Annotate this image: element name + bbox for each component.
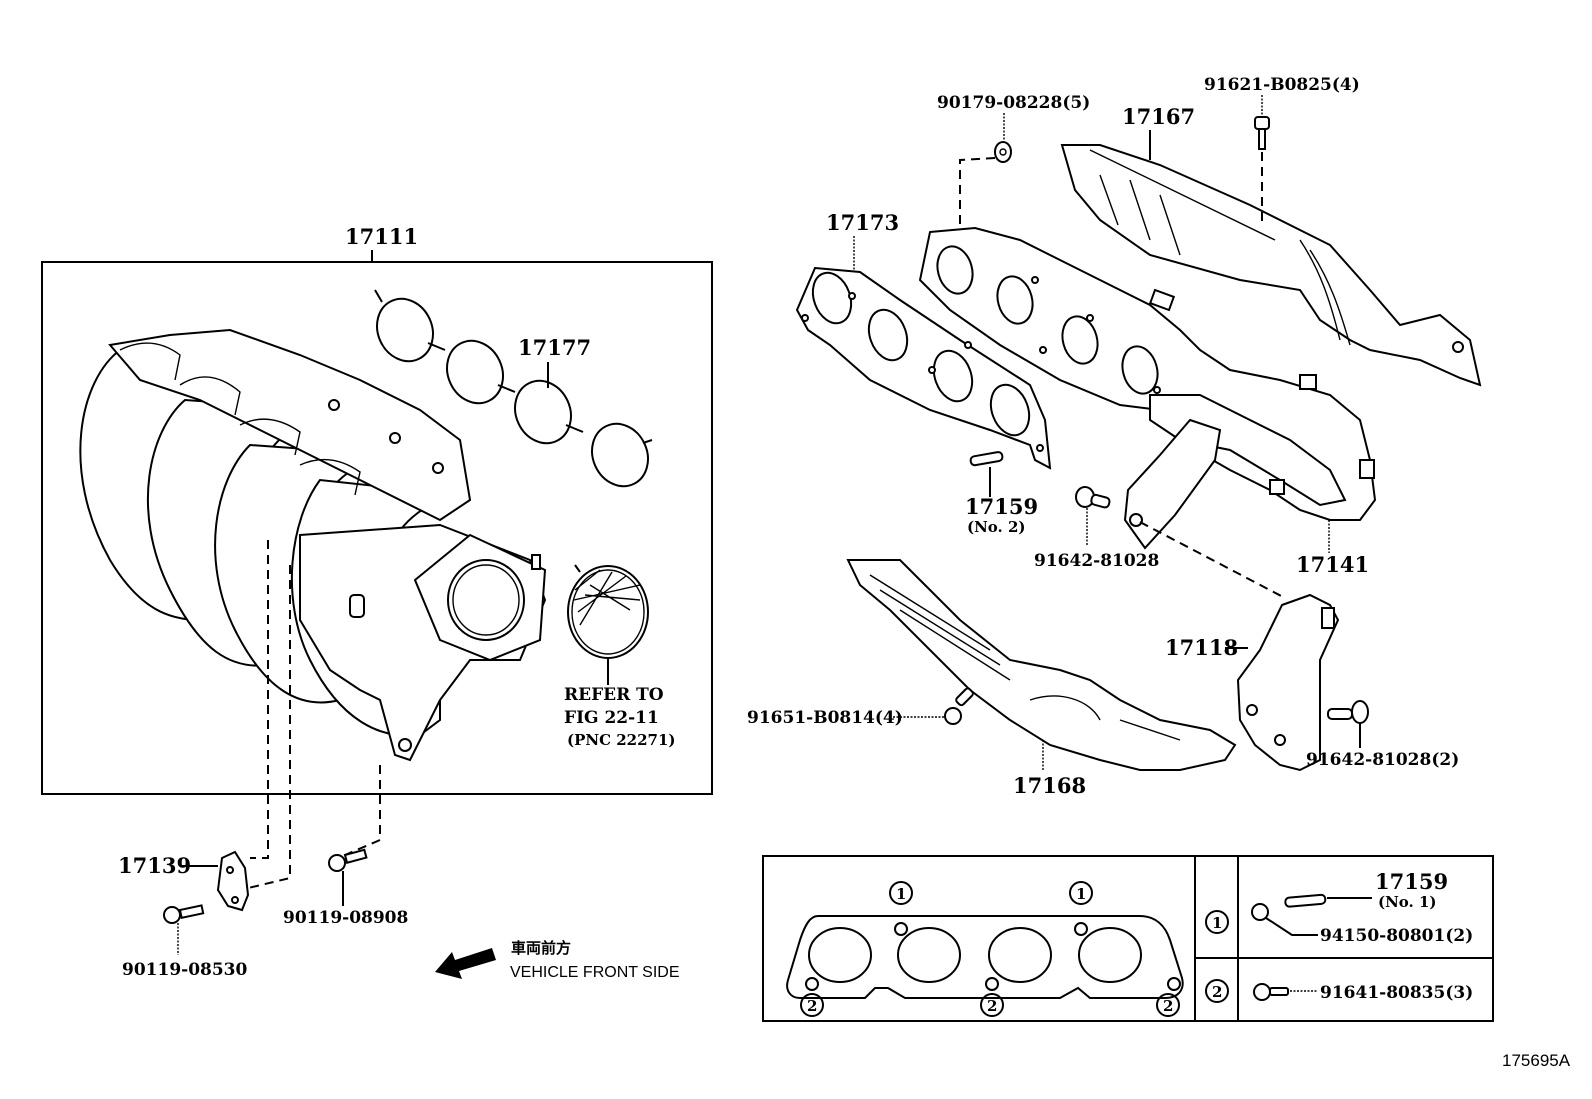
bolt-91642-81028-2[interactable] — [1327, 700, 1369, 748]
svg-text:1: 1 — [896, 885, 906, 903]
marker-2-center: 2 — [980, 993, 1004, 1017]
svg-text:2: 2 — [987, 997, 997, 1015]
upper-heat-insulator-17167[interactable] — [1060, 144, 1482, 387]
label-17173[interactable]: 17173 — [826, 210, 899, 235]
marker-1-right: 1 — [1069, 881, 1093, 905]
legend-box — [762, 855, 1494, 1022]
throttle-gasket-reference[interactable] — [567, 564, 649, 685]
label-17177[interactable]: 17177 — [518, 335, 591, 360]
label-17111[interactable]: 17111 — [345, 224, 418, 249]
lower-heat-insulator-17168[interactable] — [846, 559, 1237, 771]
label-90119-08908[interactable]: 90119-08908 — [283, 908, 408, 928]
label-17159-no1[interactable]: 17159 — [1375, 869, 1448, 894]
label-94150-80801[interactable]: 94150-80801(2) — [1320, 926, 1473, 946]
marker-2-left: 2 — [800, 993, 824, 1017]
svg-text:1: 1 — [1212, 914, 1222, 932]
bolt-91641-80835[interactable] — [1253, 983, 1289, 1001]
bolt-90119-08908[interactable] — [328, 848, 368, 906]
figure-id: 175695A — [1502, 1051, 1571, 1070]
guide-dash-stay — [1139, 521, 1286, 599]
marker-2-right: 2 — [1156, 993, 1180, 1017]
svg-text:2: 2 — [1212, 983, 1222, 1001]
bolt-91642-81028[interactable] — [1075, 486, 1111, 545]
exhaust-manifold-17141[interactable] — [918, 226, 1377, 550]
nut-94150-80801[interactable] — [1251, 903, 1269, 921]
intake-manifold-17111[interactable] — [79, 328, 547, 762]
stud-17159-no2[interactable] — [969, 451, 1004, 497]
guide-dash-3 — [344, 765, 381, 856]
fastener-legend: 1 1 2 2 2 1 17159 (No. 1) 94150-8 — [762, 855, 1494, 1022]
marker-1-left: 1 — [889, 881, 913, 905]
legend-row-1: 1 17159 (No. 1) 94150-80801(2) — [1205, 869, 1473, 946]
label-17139[interactable]: 17139 — [118, 853, 191, 878]
bolt-90119-08530[interactable] — [163, 904, 205, 955]
vehicle-front-arrow — [435, 948, 496, 979]
guide-dash-2 — [239, 565, 291, 891]
label-90179-08228[interactable]: 90179-08228(5) — [937, 93, 1090, 113]
direction-english: VEHICLE FRONT SIDE — [510, 964, 680, 981]
label-91642-81028-2[interactable]: 91642-81028(2) — [1306, 750, 1459, 770]
label-91642-81028[interactable]: 91642-81028 — [1034, 551, 1159, 571]
label-17159-no1-sub: (No. 1) — [1378, 893, 1437, 911]
assembly-box-17111 — [41, 261, 713, 795]
refer-line3[interactable]: (PNC 22271) — [567, 731, 676, 749]
stay-17118[interactable] — [1236, 593, 1340, 772]
svg-text:1: 1 — [1076, 885, 1086, 903]
intake-gasket-17177[interactable] — [367, 289, 658, 496]
label-17167[interactable]: 17167 — [1122, 104, 1195, 129]
svg-text:2: 2 — [807, 997, 817, 1015]
label-17159-no2[interactable]: 17159 — [965, 494, 1038, 519]
label-91651-B0814[interactable]: 91651-B0814(4) — [747, 708, 903, 728]
svg-text:2: 2 — [1163, 997, 1173, 1015]
label-17159-no2-sub: (No. 2) — [967, 518, 1026, 536]
label-91621-B0825[interactable]: 91621-B0825(4) — [1204, 75, 1360, 95]
legend-row-2: 2 91641-80835(3) — [1205, 979, 1473, 1003]
guide-dash-nut — [959, 157, 996, 225]
direction-japanese: 車両前方 — [511, 939, 571, 957]
guide-dash-1 — [250, 540, 269, 859]
bolt-91621-B0825[interactable] — [1254, 116, 1270, 150]
refer-line1[interactable]: REFER TO — [564, 685, 664, 705]
label-17141[interactable]: 17141 — [1296, 552, 1369, 577]
bracket-17139[interactable] — [216, 850, 250, 912]
label-90119-08530[interactable]: 90119-08530 — [122, 960, 248, 980]
refer-line2[interactable]: FIG 22-11 — [564, 708, 659, 728]
label-91641-80835[interactable]: 91641-80835(3) — [1320, 983, 1473, 1003]
intake-manifold-group: 17111 — [41, 224, 713, 891]
exhaust-gasket-17173[interactable] — [795, 266, 1052, 470]
label-17168[interactable]: 17168 — [1013, 773, 1086, 798]
stud-17159-no1[interactable] — [1284, 893, 1327, 908]
bolt-91651-B0814[interactable] — [944, 687, 974, 725]
gasket-location-illustration — [786, 915, 1184, 999]
nut-90179-08228[interactable] — [994, 141, 1012, 163]
